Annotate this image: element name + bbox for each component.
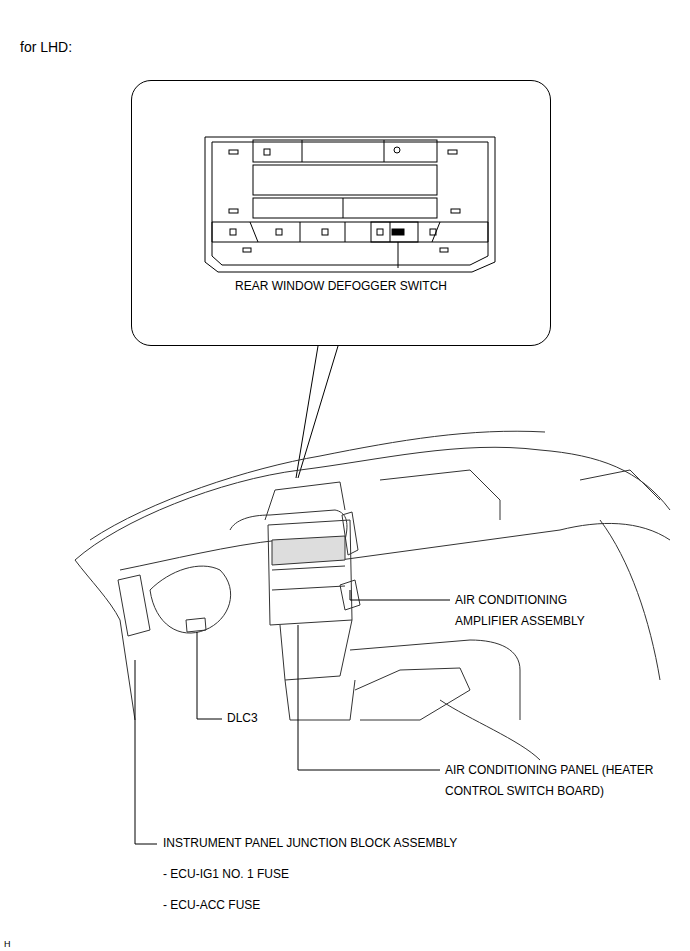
fuse-label: - ECU-IG1 NO. 1 FUSE [163,864,463,885]
part-label: AIR CONDITIONING PANEL (HEATER CONTROL S… [445,760,685,802]
diagram-title: for LHD: [20,37,72,58]
fuse-label: - ECU-ACC FUSE [163,895,463,916]
panel-illustration [205,137,495,272]
dashboard-illustration [75,431,670,760]
inset-callout-box: REAR WINDOW DEFOGGER SWITCH [131,80,551,346]
part-label: DLC3 [227,708,307,729]
part-label: REAR WINDOW DEFOGGER SWITCH [132,279,550,293]
part-label: INSTRUMENT PANEL JUNCTION BLOCK ASSEMBLY [163,833,563,854]
part-label: AIR CONDITIONING AMPLIFIER ASSEMBLY [455,590,620,632]
leader-lines [135,590,450,844]
figure-code: H [4,934,34,951]
